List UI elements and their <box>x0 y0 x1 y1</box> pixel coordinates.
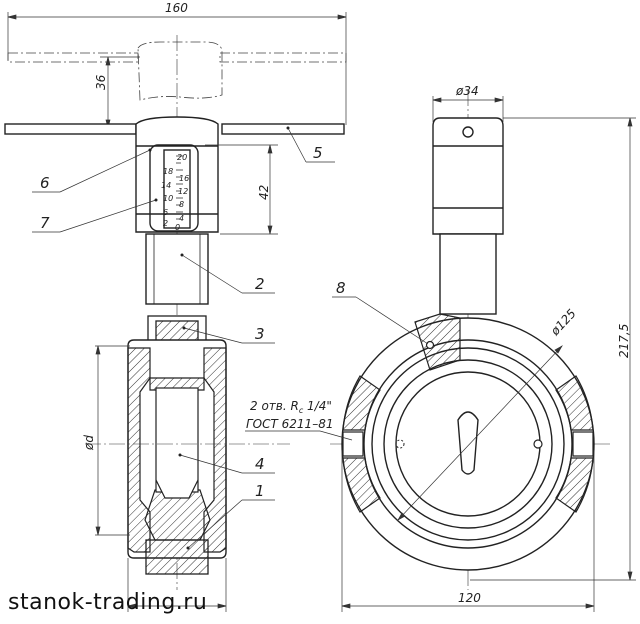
callout-3: 3 <box>255 325 265 343</box>
pin-hole <box>533 439 543 449</box>
note-line1: 2 отв. Rc 1/4" <box>250 399 332 415</box>
callout-1: 1 <box>255 482 265 500</box>
dim-217-label: 217,5 <box>617 324 631 358</box>
dim-120-label: 120 <box>458 591 481 605</box>
dim-indicator-height <box>205 144 278 235</box>
stem-front <box>439 233 497 315</box>
leader-8 <box>332 296 429 345</box>
note-line1-head: 2 отв. R <box>250 399 299 413</box>
dim-flange-diameter <box>397 345 563 521</box>
dim-42-label: 42 <box>257 185 271 200</box>
dim-body-width <box>341 450 595 612</box>
dim-bore-label: ød <box>82 435 96 451</box>
dim-overall-width <box>7 12 347 125</box>
callout-5: 5 <box>313 144 323 162</box>
scale-label-0: 0 <box>175 223 180 232</box>
disc-slot <box>457 411 479 475</box>
watermark: stanok-trading.ru <box>8 590 208 615</box>
head-front <box>432 117 504 235</box>
note-line1-tail: 1/4" <box>303 399 332 413</box>
scale-label-16: 16 <box>179 174 189 183</box>
scale-label-4: 4 <box>179 214 184 223</box>
dim-body-width-left <box>127 558 227 612</box>
pin-hole-hidden <box>395 439 405 449</box>
scale-label-2: 2 <box>163 219 168 228</box>
screw-8 <box>425 340 435 350</box>
callout-dots <box>148 126 290 550</box>
note-leader <box>245 430 353 441</box>
scale-label-6: 6 <box>163 208 168 217</box>
scale-label-12: 12 <box>178 187 188 196</box>
stem-housing <box>145 233 209 305</box>
indicator-head <box>135 116 219 233</box>
body-section-hatch <box>127 347 227 553</box>
callout-6: 6 <box>40 174 50 192</box>
note-line1-sub: c <box>299 406 304 415</box>
dim-34-label: ø34 <box>455 84 479 98</box>
leader-lines-left <box>32 127 335 549</box>
body-front-section <box>342 313 594 513</box>
scale-labels: 20 18 16 14 12 10 8 6 4 2 0 <box>161 153 189 232</box>
callout-8: 8 <box>336 279 346 297</box>
handle-alternate-position <box>7 41 347 101</box>
dim-125-label: ø125 <box>547 306 579 338</box>
scale-label-8: 8 <box>179 200 184 209</box>
scale-label-18: 18 <box>163 167 173 176</box>
callout-4: 4 <box>255 455 265 473</box>
body-bottom <box>145 539 209 575</box>
note-line2: ГОСТ 6211–81 <box>246 417 333 431</box>
scale-label-14: 14 <box>161 181 171 190</box>
dim-36-label: 36 <box>94 74 108 90</box>
scale-label-10: 10 <box>163 194 173 203</box>
disc-shaft <box>155 387 199 499</box>
position-scale <box>176 155 183 220</box>
callout-2: 2 <box>255 275 265 293</box>
dim-overall-height <box>470 117 636 581</box>
port-openings <box>342 431 594 457</box>
dim-handle-height <box>100 56 140 129</box>
dim-160-label: 160 <box>165 1 188 15</box>
scale-label-20: 20 <box>177 153 187 162</box>
callout-7: 7 <box>40 214 50 232</box>
dim-bore <box>95 345 130 536</box>
